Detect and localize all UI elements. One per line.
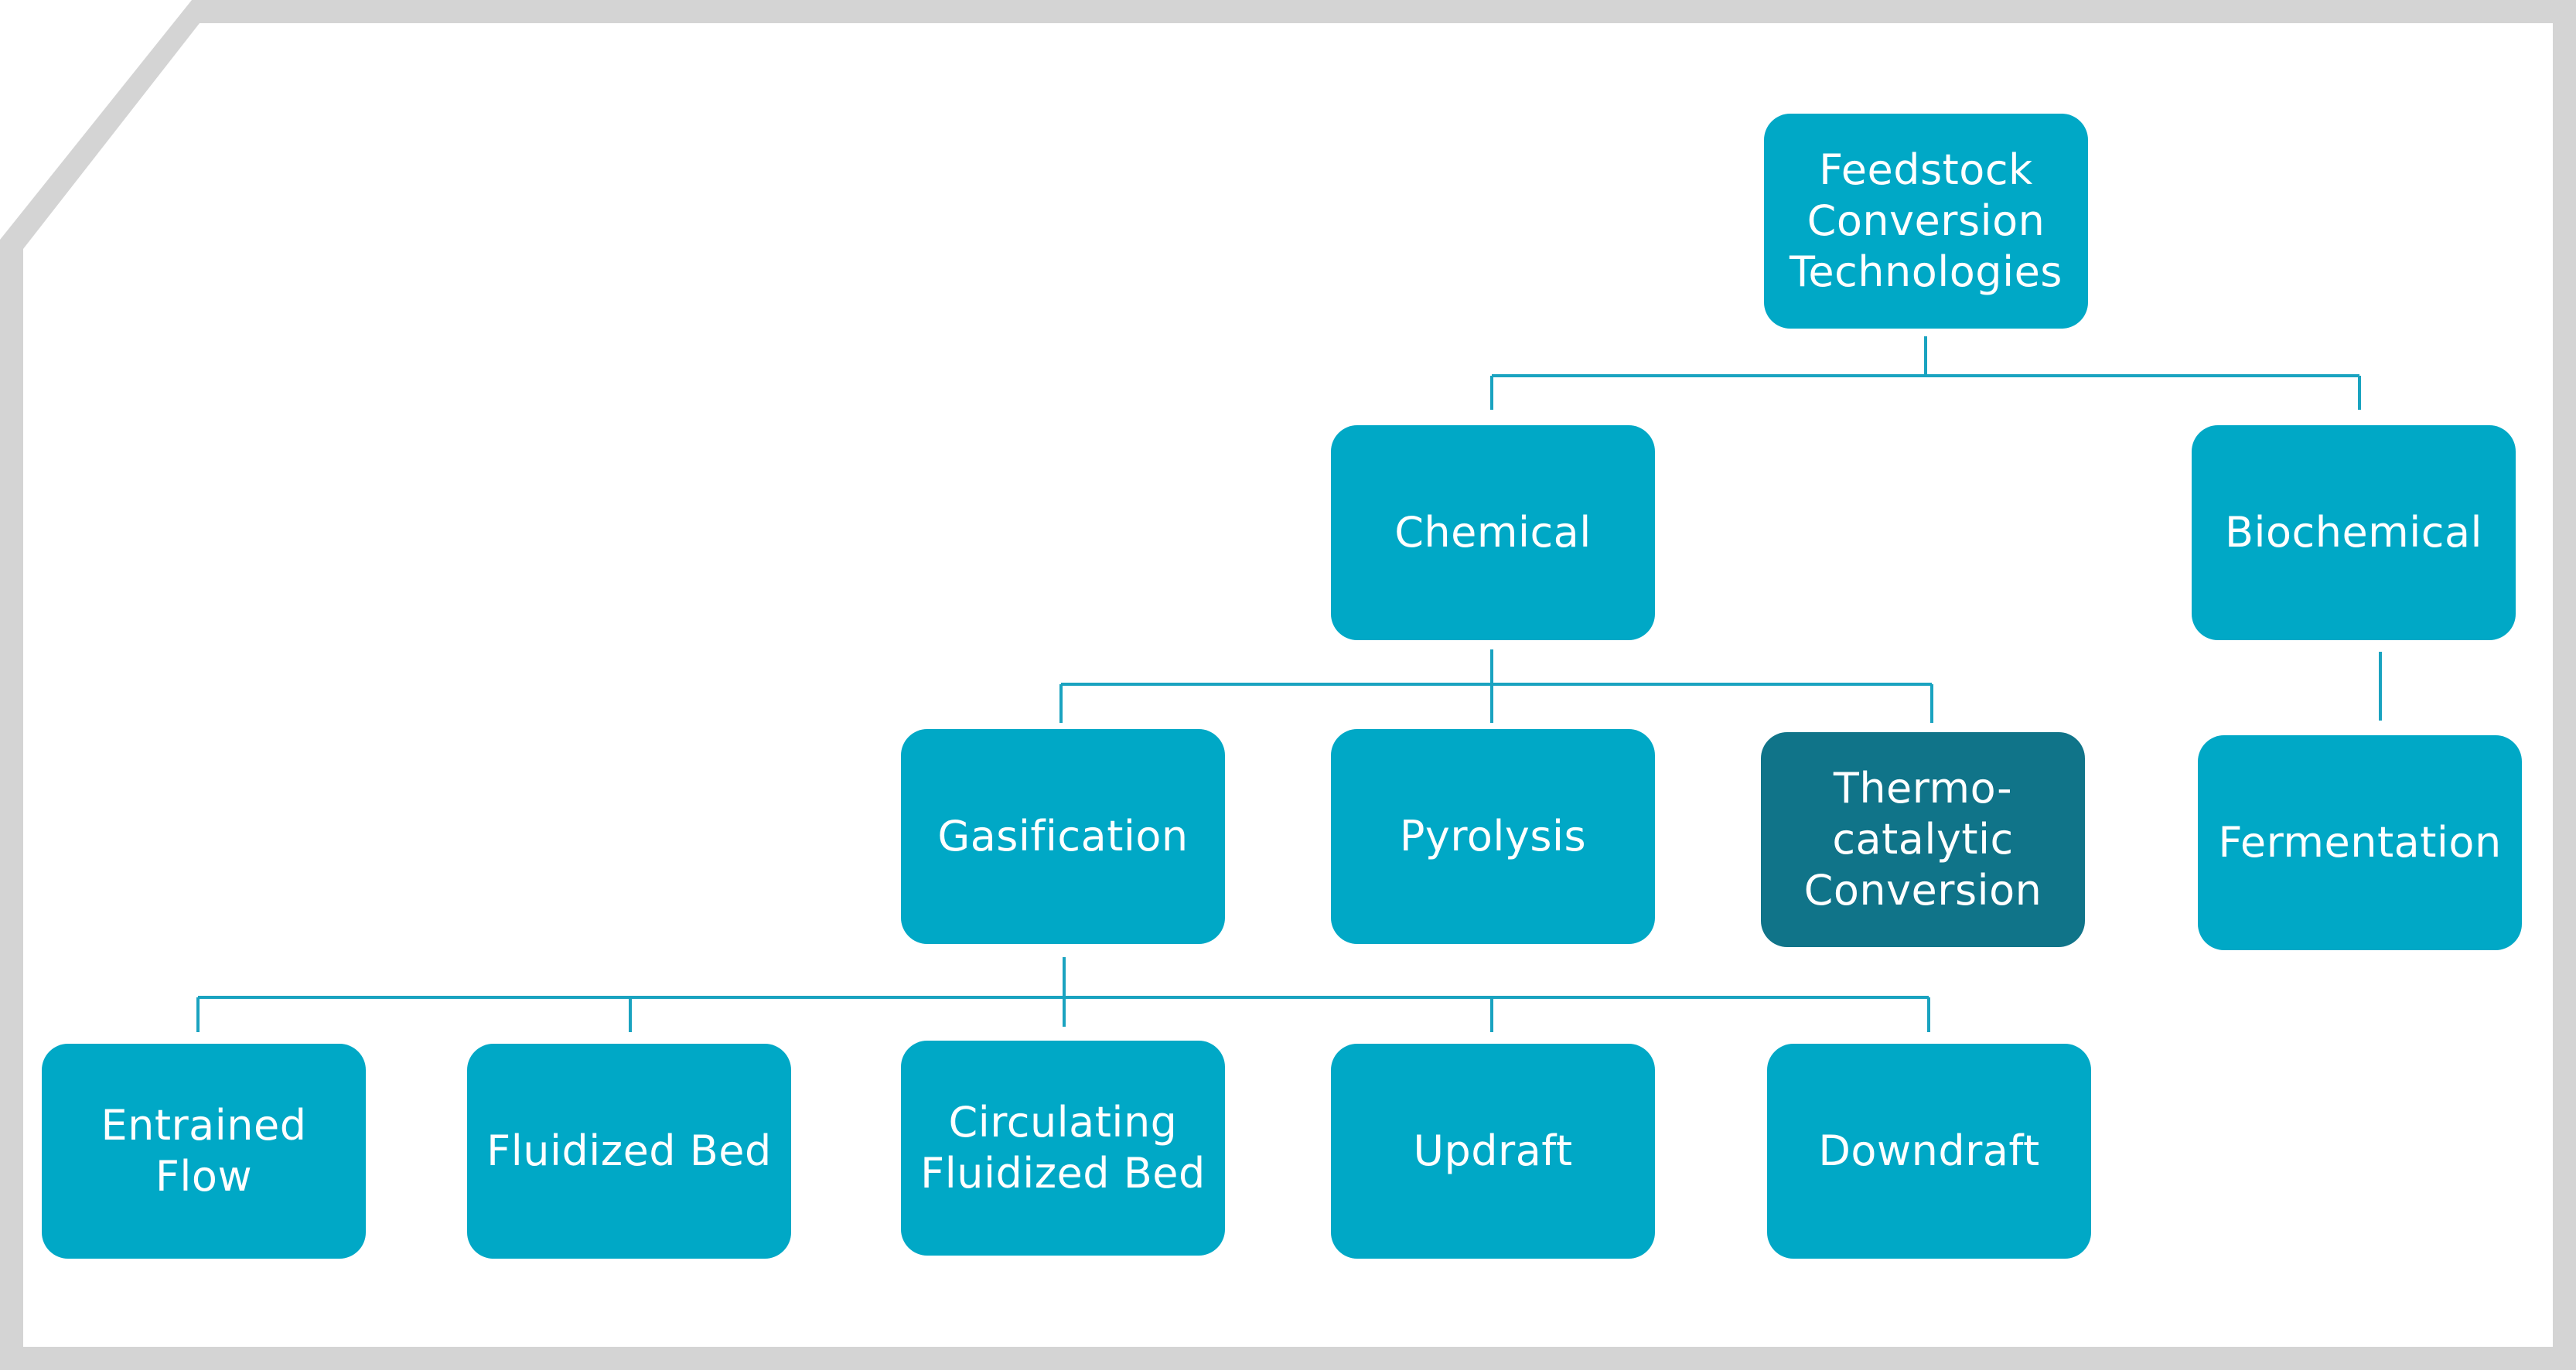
node-label: Downdraft [1818,1126,2040,1175]
node-fermentation: Fermentation [2198,735,2522,950]
node-updraft: Updraft [1331,1044,1655,1259]
node-pyrolysis: Pyrolysis [1331,729,1655,944]
node-fluidized-bed: Fluidized Bed [467,1044,791,1259]
node-label: Fermentation [2218,818,2502,867]
node-entrained-flow: Entrained Flow [42,1044,366,1259]
node-label: Updraft [1413,1126,1573,1175]
node-label: Chemical [1394,508,1592,557]
node-label: Circulating Fluidized Bed [920,1098,1206,1198]
node-downdraft: Downdraft [1767,1044,2091,1259]
node-chemical: Chemical [1331,425,1655,640]
node-label: Fluidized Bed [486,1126,772,1175]
node-thermocatalytic-conversion: Thermo- catalytic Conversion [1761,732,2085,947]
node-label: Thermo- catalytic Conversion [1803,764,2042,915]
node-label: Gasification [937,812,1189,861]
node-biochemical: Biochemical [2192,425,2516,640]
node-circulating-fluidized-bed: Circulating Fluidized Bed [901,1041,1225,1256]
node-label: Pyrolysis [1399,812,1587,861]
node-label: Feedstock Conversion Technologies [1790,145,2063,296]
node-label: Biochemical [2224,508,2483,557]
node-gasification: Gasification [901,729,1225,944]
connectors [196,336,2382,1032]
node-feedstock-conversion-technologies: Feedstock Conversion Technologies [1764,114,2088,329]
node-label: Entrained Flow [101,1101,307,1201]
